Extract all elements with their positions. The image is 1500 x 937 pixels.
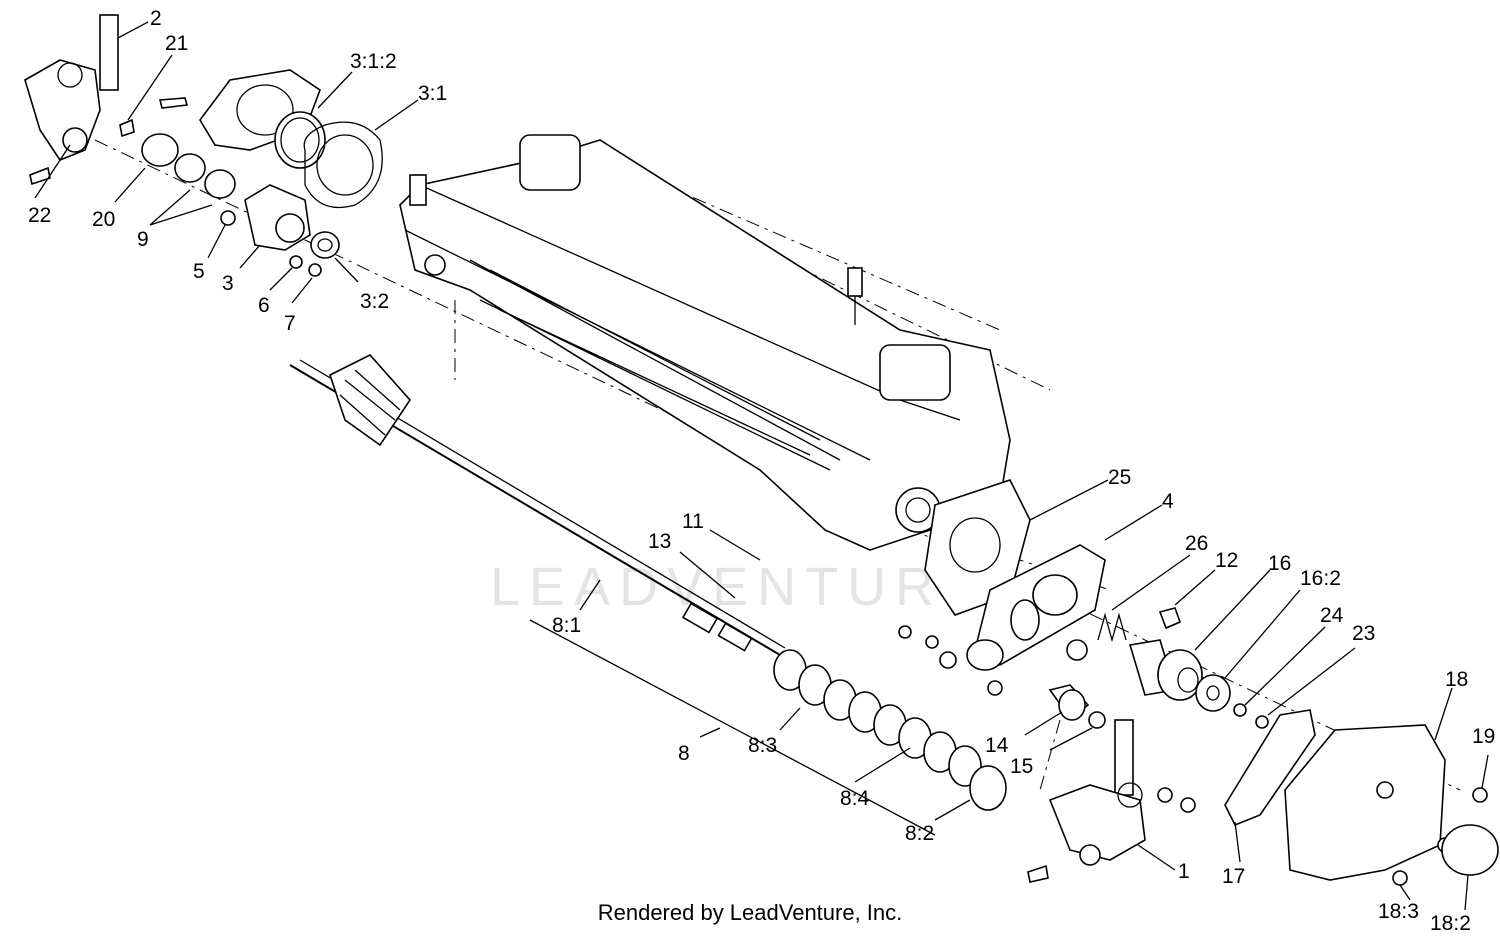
label-8: 8 — [678, 742, 690, 765]
label-18-2: 18:2 — [1430, 912, 1471, 935]
label-8-1: 8:1 — [552, 614, 581, 637]
label-21: 21 — [165, 32, 188, 55]
label-2: 2 — [150, 7, 162, 30]
label-8-2: 8:2 — [905, 822, 934, 845]
watermark-text: LEADVENTURE — [490, 557, 988, 617]
label-9: 9 — [137, 228, 149, 251]
part-labels: 2 21 3:1:2 3:1 22 20 9 5 3 6 7 3:2 25 4 … — [28, 7, 1495, 935]
reel-shaft-assembly — [289, 354, 936, 836]
gear-cover — [1224, 709, 1499, 886]
label-8-3: 8:3 — [748, 734, 777, 757]
label-3-1-2: 3:1:2 — [350, 50, 397, 73]
label-23: 23 — [1352, 622, 1375, 645]
label-7: 7 — [284, 312, 296, 335]
label-18: 18 — [1445, 668, 1468, 691]
label-3-2: 3:2 — [360, 290, 389, 313]
gear-case — [898, 544, 1106, 696]
pinion-gear — [1048, 684, 1106, 729]
label-20: 20 — [92, 208, 115, 231]
label-5: 5 — [193, 260, 205, 283]
label-3-1: 3:1 — [418, 82, 447, 105]
leader-lines — [34, 21, 1489, 911]
label-15: 15 — [1010, 755, 1033, 778]
label-24: 24 — [1320, 604, 1344, 627]
spring-and-nut — [1097, 607, 1182, 643]
drive-gear-stack — [1128, 639, 1269, 729]
bearing-housing-assembly — [199, 69, 383, 277]
label-17: 17 — [1222, 865, 1245, 888]
label-22: 22 — [28, 204, 51, 227]
label-3: 3 — [222, 272, 234, 295]
label-8-4: 8:4 — [840, 787, 870, 810]
label-1: 1 — [1178, 860, 1190, 883]
label-26: 26 — [1185, 532, 1208, 555]
label-18-3: 18:3 — [1378, 900, 1419, 923]
label-13: 13 — [648, 530, 671, 553]
label-19: 19 — [1472, 725, 1495, 748]
label-16: 16 — [1268, 552, 1291, 575]
label-14: 14 — [985, 734, 1009, 757]
label-25: 25 — [1108, 466, 1131, 489]
label-11: 11 — [682, 510, 704, 533]
spacer-stack — [773, 649, 1007, 811]
height-adjust-assembly-right — [1027, 719, 1196, 883]
label-6: 6 — [258, 294, 270, 317]
reel-frame — [399, 134, 1011, 551]
height-adjust-assembly-left — [24, 14, 236, 199]
label-12: 12 — [1215, 549, 1238, 572]
label-16-2: 16:2 — [1300, 567, 1341, 590]
label-4: 4 — [1162, 490, 1174, 513]
rendered-by-footer: Rendered by LeadVenture, Inc. — [597, 900, 903, 925]
